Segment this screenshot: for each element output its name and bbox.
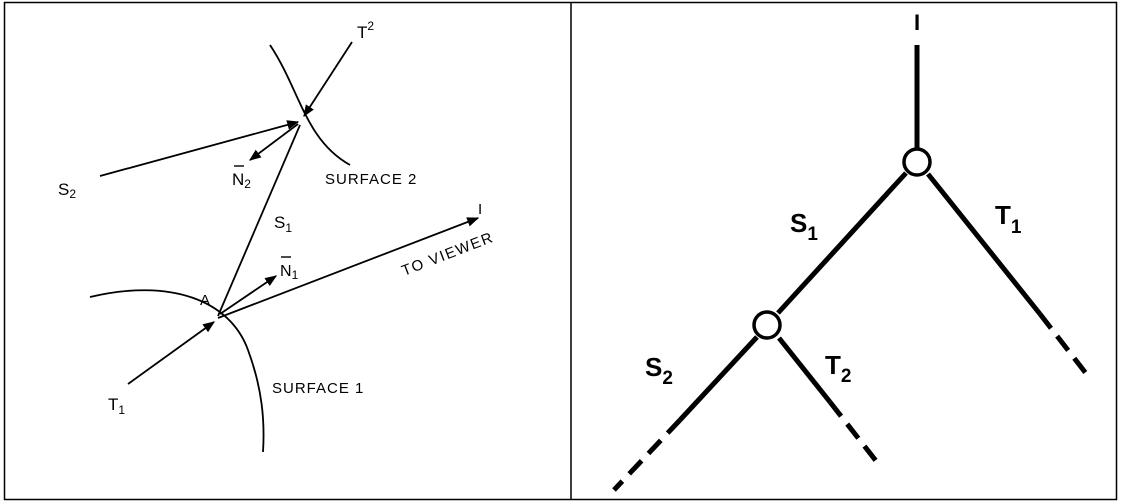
tree-edge-t1 [926, 172, 1042, 316]
tree-edge-t2 [777, 336, 832, 404]
label-t2: T2 [357, 19, 374, 42]
ray-i-to-viewer [217, 217, 480, 319]
svg-text:N2: N2 [232, 170, 251, 191]
label-n2: N2 [232, 165, 251, 191]
normal-n1 [219, 275, 277, 315]
tree-node-child [752, 310, 782, 340]
normal-n2 [249, 123, 299, 161]
right-panel-ray-tree: I S1 T1 S2 T2 [612, 10, 1090, 492]
label-t1: T1 [108, 395, 125, 417]
ray-t2 [303, 41, 353, 118]
ray-s2 [99, 120, 300, 177]
label-surface-2: SURFACE 2 [325, 171, 417, 188]
surface-1-curve [89, 289, 265, 453]
tree-edge-s2-dashed [612, 418, 682, 492]
tree-node-root [902, 147, 932, 177]
tree-label-t1: T1 [995, 200, 1022, 238]
tree-label-t2: T2 [825, 350, 851, 387]
tree-edge-s1 [776, 171, 908, 315]
figure-border [3, 1, 1118, 501]
ray-t1 [127, 321, 215, 385]
left-panel-ray-diagram: T2 S2 N2 SURFACE 2 S1 I TO VIEWER N1 A T… [58, 19, 496, 453]
tree-label-i: I [914, 10, 920, 35]
label-i: I [478, 201, 482, 218]
tree-edge-t2-dashed [828, 400, 882, 468]
tree-edge-s2 [678, 335, 759, 422]
label-surface-1: SURFACE 1 [272, 380, 364, 397]
tree-edge-t1-dashed [1038, 312, 1090, 378]
label-n1: N1 [280, 256, 299, 282]
label-s1: S1 [274, 213, 292, 235]
ray-s1 [217, 124, 301, 317]
tree-label-s2: S2 [645, 352, 673, 389]
label-to-viewer: TO VIEWER [399, 229, 496, 280]
svg-text:N1: N1 [280, 263, 299, 282]
tree-label-s1: S1 [790, 208, 818, 245]
label-s2: S2 [58, 180, 76, 201]
label-point-a: A [200, 292, 210, 309]
